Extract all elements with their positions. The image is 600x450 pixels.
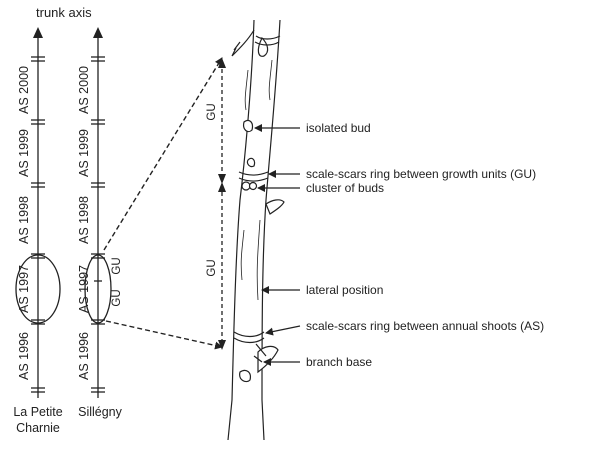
sg-as-1998-label: AS 1998: [77, 196, 91, 244]
sillegny-1997-ellipse: [84, 254, 112, 324]
trunk-drawing: [227, 19, 285, 441]
sg-gu-label-lower: GU: [111, 289, 123, 307]
cluster-bud-2: [248, 181, 258, 191]
petite-charnie-axis: [15, 27, 61, 398]
petite-charnie-ticks: [31, 56, 45, 393]
site-label-petite-charnie-line2: Charnie: [16, 421, 60, 435]
small-bud-upper: [246, 157, 256, 168]
gu-ring-shape: [238, 171, 269, 182]
sg-as-1999-label: AS 1999: [77, 129, 91, 177]
bark-texture: [240, 59, 273, 301]
annotation-gu-ring: scale-scars ring between growth units (G…: [306, 167, 537, 181]
sg-as-1997-label: AS 1997: [77, 265, 91, 313]
trunk-gu-label-lower: GU: [206, 259, 218, 277]
zoom-line-bottom: [105, 320, 223, 350]
sillegny-arrow-icon: [93, 27, 103, 38]
pc-as-2000-label: AS 2000: [17, 66, 31, 114]
sg-as-1996-label: AS 1996: [77, 332, 91, 380]
axis-title: trunk axis: [36, 5, 92, 20]
pc-as-1996-label: AS 1996: [17, 332, 31, 380]
pc-as-1997-label: AS 1997: [17, 265, 31, 313]
zoom-lines: [103, 57, 223, 350]
as-ring-arrow: [265, 325, 301, 336]
trunk-outline: [227, 19, 281, 441]
gu-arrowheads: [218, 58, 226, 350]
sg-gu-label-upper: GU: [111, 257, 123, 275]
sg-as-2000-label: AS 2000: [77, 66, 91, 114]
petite-charnie-arrow-icon: [33, 27, 43, 38]
site-label-petite-charnie: La Petite Charnie: [6, 404, 70, 436]
petite-charnie-1997-ellipse: [15, 254, 61, 324]
branch-base-marks: [253, 343, 267, 363]
cluster-bud-1: [241, 181, 251, 191]
branch-stub: [265, 199, 285, 215]
sillegny-axis: [84, 27, 112, 398]
pc-as-1998-label: AS 1998: [17, 196, 31, 244]
top-twig: [231, 29, 255, 57]
annotation-cluster-buds: cluster of buds: [306, 181, 385, 195]
site-label-sillegny: Sillégny: [78, 405, 122, 419]
zoom-line-top: [103, 57, 223, 251]
top-bud: [257, 36, 269, 57]
lower-bud: [239, 369, 251, 383]
as-ring-shape: [233, 331, 265, 344]
isolated-bud-shape: [243, 119, 254, 133]
annotation-lateral-position: lateral position: [306, 283, 384, 297]
annotation-isolated-bud: isolated bud: [306, 121, 371, 135]
trunk-gu-label-upper: GU: [206, 103, 218, 121]
top-ring: [254, 35, 281, 46]
site-label-petite-charnie-line1: La Petite: [13, 405, 63, 419]
annotation-branch-base: branch base: [306, 355, 373, 369]
pc-as-1999-label: AS 1999: [17, 129, 31, 177]
annotation-arrows: [254, 124, 301, 366]
annotation-as-ring: scale-scars ring between annual shoots (…: [306, 319, 545, 333]
